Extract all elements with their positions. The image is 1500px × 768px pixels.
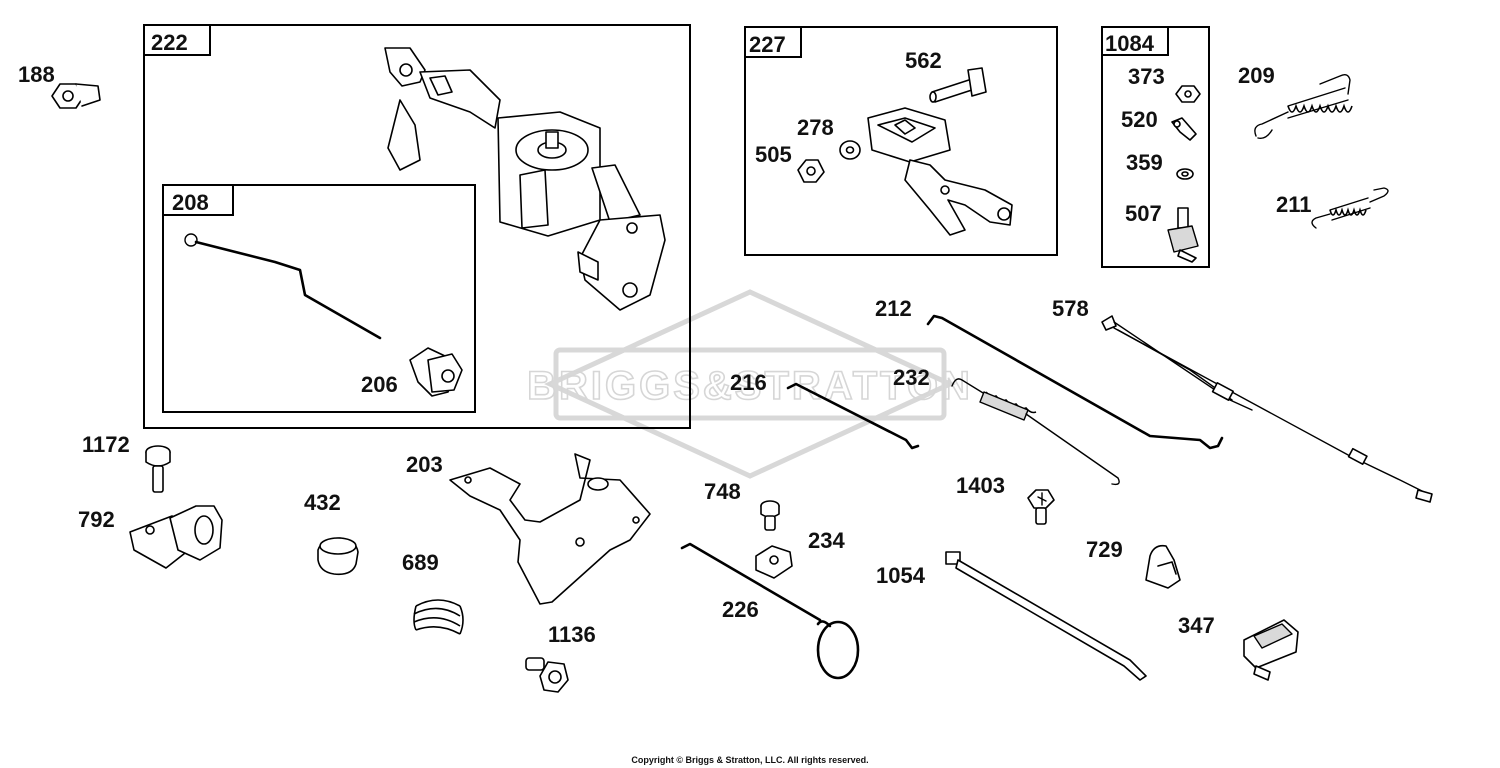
part-188-bolt[interactable] bbox=[51, 83, 101, 109]
callout-203: 203 bbox=[406, 452, 443, 477]
callout-212: 212 bbox=[875, 296, 912, 321]
watermark-text: BRIGGS&STRATTON bbox=[527, 364, 973, 408]
part-216-rod[interactable] bbox=[786, 382, 920, 450]
part-505-nut[interactable] bbox=[797, 159, 825, 183]
callout-792: 792 bbox=[78, 507, 115, 532]
part-373-nut[interactable] bbox=[1175, 85, 1201, 103]
callout-505: 505 bbox=[755, 142, 792, 167]
part-792-bracket[interactable] bbox=[129, 505, 223, 569]
callout-562: 562 bbox=[905, 48, 942, 73]
callout-347: 347 bbox=[1178, 613, 1215, 638]
part-578-cable[interactable] bbox=[1101, 315, 1433, 503]
callout-188: 188 bbox=[18, 62, 55, 87]
callout-748: 748 bbox=[704, 479, 741, 504]
group-227[interactable]: 227 bbox=[744, 26, 1058, 256]
part-347-switch[interactable] bbox=[1243, 619, 1299, 681]
part-729-clip[interactable] bbox=[1145, 544, 1181, 589]
part-209-spring[interactable] bbox=[1254, 73, 1353, 140]
callout-278: 278 bbox=[797, 115, 834, 140]
copyright-notice: Copyright © Briggs & Stratton, LLC. All … bbox=[631, 755, 868, 765]
part-689-spring[interactable] bbox=[413, 599, 464, 635]
control-bracket-227[interactable] bbox=[867, 107, 1013, 236]
part-206-nut[interactable] bbox=[409, 347, 463, 397]
group-label: 1084 bbox=[1105, 31, 1155, 56]
part-234-clip[interactable] bbox=[755, 545, 793, 579]
part-1054-cable-tie[interactable] bbox=[945, 551, 1147, 681]
callout-206: 206 bbox=[361, 372, 398, 397]
group-208[interactable]: 208 bbox=[162, 184, 476, 413]
callout-578: 578 bbox=[1052, 296, 1089, 321]
part-562-pin[interactable] bbox=[929, 67, 987, 103]
part-211-spring[interactable] bbox=[1311, 187, 1389, 229]
group-label: 222 bbox=[151, 30, 188, 55]
callout-373: 373 bbox=[1128, 64, 1165, 89]
callout-507: 507 bbox=[1125, 201, 1162, 226]
part-212-rod[interactable] bbox=[926, 314, 1224, 450]
callout-1136: 1136 bbox=[548, 622, 596, 647]
callout-226: 226 bbox=[722, 597, 759, 622]
part-226-rod[interactable] bbox=[680, 542, 860, 680]
callout-1054: 1054 bbox=[876, 563, 926, 588]
callout-432: 432 bbox=[304, 490, 341, 515]
part-507-switch[interactable] bbox=[1167, 207, 1199, 263]
part-232-spring[interactable] bbox=[951, 378, 1120, 486]
part-203-bracket[interactable] bbox=[449, 453, 651, 605]
callout-209: 209 bbox=[1238, 63, 1275, 88]
part-278-washer[interactable] bbox=[839, 140, 861, 160]
part-1403-screw[interactable] bbox=[1027, 489, 1055, 525]
callout-729: 729 bbox=[1086, 537, 1123, 562]
governor-link-rod[interactable] bbox=[184, 233, 382, 340]
group-222[interactable]: 222 bbox=[143, 24, 691, 429]
callout-689: 689 bbox=[402, 550, 439, 575]
part-748-screw[interactable] bbox=[760, 500, 780, 531]
part-359-washer[interactable] bbox=[1176, 168, 1194, 180]
part-432-bushing[interactable] bbox=[317, 537, 359, 576]
callout-216: 216 bbox=[730, 370, 767, 395]
callout-359: 359 bbox=[1126, 150, 1163, 175]
group-label: 208 bbox=[172, 190, 209, 215]
callout-1172: 1172 bbox=[82, 432, 130, 457]
callout-232: 232 bbox=[893, 365, 930, 390]
governor-control-bracket[interactable] bbox=[384, 47, 666, 311]
watermark: BRIGGS&STRATTON bbox=[526, 289, 973, 479]
group-label: 227 bbox=[749, 32, 786, 57]
group-1084[interactable]: 1084 bbox=[1101, 26, 1210, 268]
part-1172-screw[interactable] bbox=[145, 445, 171, 493]
callout-520: 520 bbox=[1121, 107, 1158, 132]
part-1136-bolt[interactable] bbox=[525, 657, 569, 693]
callout-1403: 1403 bbox=[956, 473, 1005, 498]
part-520-terminal[interactable] bbox=[1171, 117, 1197, 141]
callout-211: 211 bbox=[1276, 192, 1312, 217]
callout-234: 234 bbox=[808, 528, 845, 553]
